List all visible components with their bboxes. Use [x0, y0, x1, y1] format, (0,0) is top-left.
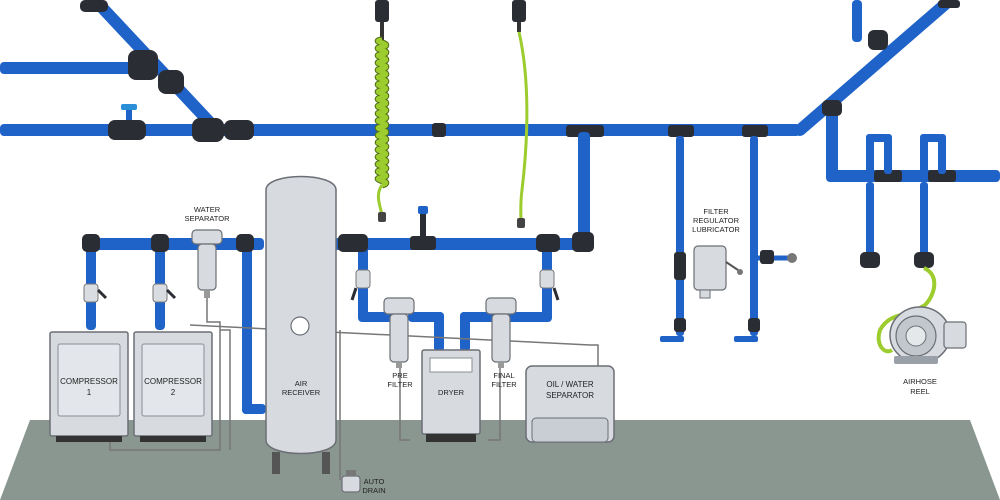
label-compressor-2-line2: 2 — [171, 388, 176, 397]
mid-fittings — [82, 232, 594, 252]
label-compressor-1-line2: 1 — [87, 388, 92, 397]
label-compressor-1-line1: COMPRESSOR — [60, 377, 118, 386]
auto-drain — [341, 470, 361, 493]
label-pre-filter-line2: FILTER — [387, 380, 413, 389]
label-frl-line1: FILTER — [703, 207, 729, 216]
label-air-receiver-line2: RECEIVER — [282, 388, 321, 397]
label-auto-drain-line1: AUTO — [364, 477, 385, 486]
water-separator — [191, 229, 223, 298]
label-oil-water-line2: SEPARATOR — [546, 391, 594, 400]
label-final-filter-line1: FINAL — [493, 371, 514, 380]
label-dryer: DRYER — [438, 388, 465, 397]
label-water-separator-line2: SEPARATOR — [184, 214, 230, 223]
label-compressor-2-line1: COMPRESSOR — [144, 377, 202, 386]
label-airhose-line1: AIRHOSE — [903, 377, 937, 386]
compressor-2 — [133, 331, 213, 442]
label-airhose-line2: REEL — [910, 387, 930, 396]
oil-water-separator — [525, 365, 615, 443]
compressor-valves — [83, 269, 560, 303]
floor — [0, 420, 1000, 500]
label-auto-drain-line2: DRAIN — [362, 486, 385, 495]
label-air-receiver-line1: AIR — [295, 379, 308, 388]
frl-unit — [674, 245, 797, 332]
coiled-hose — [374, 0, 390, 222]
ball-valve-overhead — [121, 104, 137, 120]
pre-filter — [383, 297, 415, 368]
compressor-1 — [49, 331, 129, 442]
label-water-separator-line1: WATER — [194, 205, 221, 214]
label-frl-line3: LUBRICATOR — [692, 225, 740, 234]
label-oil-water-line1: OIL / WATER — [546, 380, 593, 389]
label-final-filter-line2: FILTER — [491, 380, 517, 389]
mid-line-valve — [418, 206, 428, 238]
airhose-drop-valves — [860, 252, 934, 268]
drop-line-frl — [660, 136, 758, 342]
straight-hose — [512, 0, 529, 228]
drop-line-airhose — [866, 134, 946, 256]
air-receiver — [265, 175, 337, 474]
airhose-reel — [889, 306, 967, 364]
overhead-main-pipe — [0, 0, 1000, 182]
dryer — [421, 349, 481, 442]
overhead-fittings — [80, 0, 960, 182]
label-frl-line2: REGULATOR — [693, 216, 740, 225]
final-filter — [485, 297, 517, 368]
label-pre-filter-line1: PRE — [392, 371, 407, 380]
